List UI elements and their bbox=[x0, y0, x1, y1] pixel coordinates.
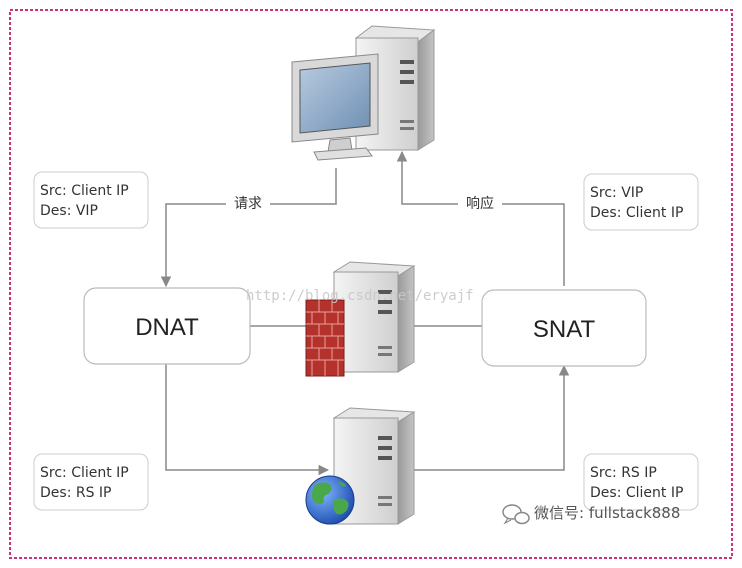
info-top-left-src: Src: Client IP bbox=[40, 183, 129, 199]
info-bottom-right-src: Src: RS IP bbox=[590, 465, 657, 481]
edge-request bbox=[160, 168, 337, 288]
info-box-top-left bbox=[33, 171, 149, 229]
edge-label-request-bg bbox=[226, 192, 270, 214]
desktop-computer-icon bbox=[291, 25, 436, 161]
snat-node bbox=[481, 289, 647, 367]
edge-dnat-realserver bbox=[165, 364, 330, 476]
info-box-bottom-right bbox=[583, 453, 699, 511]
info-top-left-des: Des: VIP bbox=[40, 203, 98, 219]
info-top-right-des: Des: Client IP bbox=[590, 205, 683, 221]
frame-border bbox=[9, 9, 733, 559]
info-box-bottom-left bbox=[33, 453, 149, 511]
firewall-server-icon bbox=[332, 261, 416, 373]
dnat-node bbox=[83, 287, 251, 365]
dnat-label: DNAT bbox=[135, 314, 199, 341]
firewall-brick-icon bbox=[305, 299, 345, 377]
wechat-icon bbox=[502, 504, 530, 525]
edge-label-response-bg bbox=[458, 192, 502, 214]
watermark-url: http://blog.csdn.net/eryajf bbox=[246, 288, 474, 304]
edge-label-response: 响应 bbox=[466, 195, 494, 212]
edge-response bbox=[396, 150, 565, 286]
edge-label-request: 请求 bbox=[234, 196, 262, 212]
snat-label: SNAT bbox=[533, 316, 596, 343]
globe-icon bbox=[305, 475, 355, 525]
wechat-label: 微信号: fullstack888 bbox=[534, 504, 680, 522]
info-bottom-left-des: Des: RS IP bbox=[40, 485, 112, 501]
info-top-right-src: Src: VIP bbox=[590, 185, 643, 201]
info-box-top-right bbox=[583, 173, 699, 231]
info-bottom-right-des: Des: Client IP bbox=[590, 485, 683, 501]
edge-realserver-snat bbox=[412, 364, 570, 471]
info-bottom-left-src: Src: Client IP bbox=[40, 465, 129, 481]
